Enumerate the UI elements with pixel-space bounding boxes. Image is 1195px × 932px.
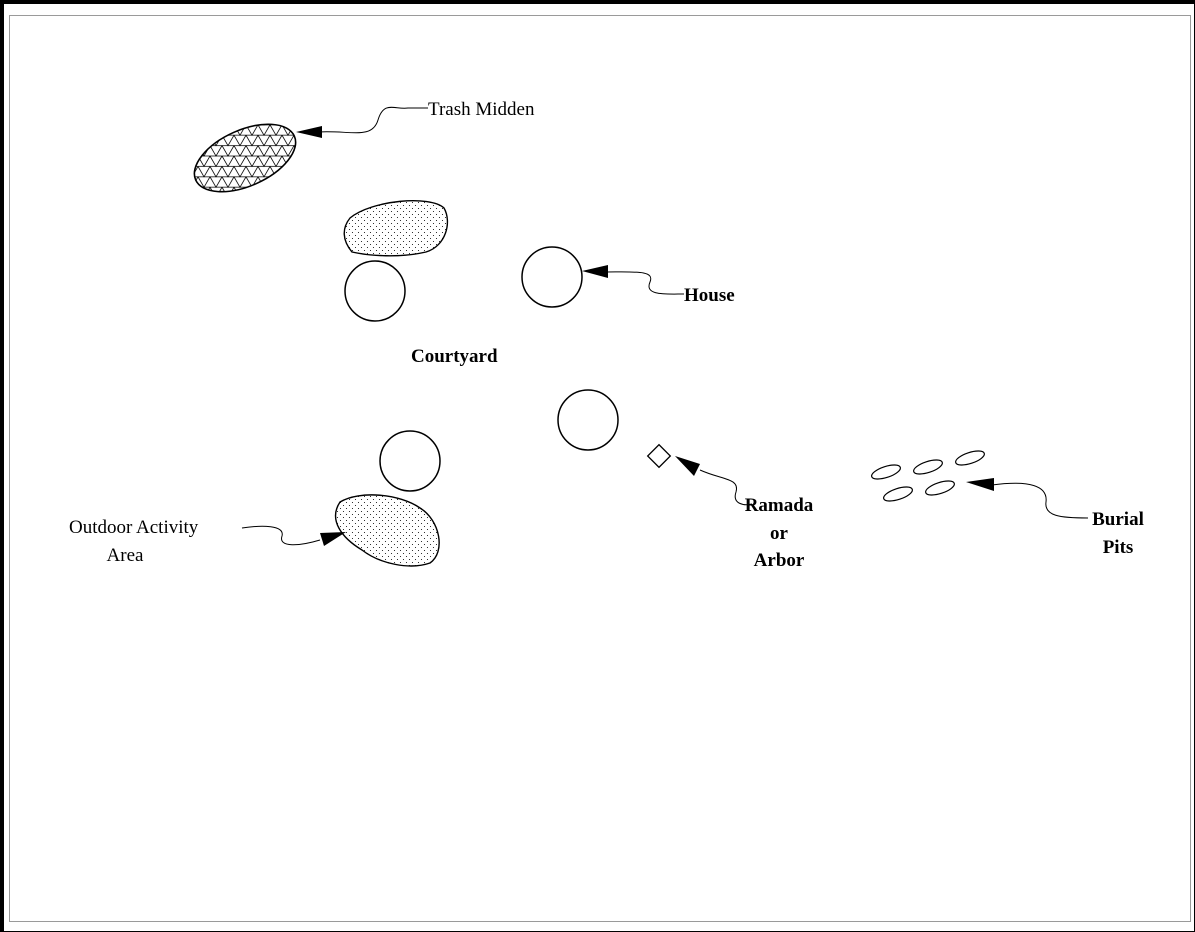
house-label: House (684, 285, 735, 306)
outdoor-activity-pointer (241, 525, 346, 546)
upper-activity-area-shape (343, 200, 449, 257)
ramada-label-line2: or (770, 523, 789, 544)
outdoor-activity-label-line2: Area (107, 545, 144, 566)
burial-pits-label-line2: Pits (1103, 537, 1134, 558)
burial-pits-label-line1: Burial (1092, 509, 1144, 530)
outdoor-activity-area-shape (334, 494, 440, 567)
inner-frame (9, 15, 1191, 922)
ramada-pointer (675, 456, 753, 506)
outdoor-activity-label-line1: Outdoor Activity (69, 517, 199, 538)
house-circle-2 (521, 246, 583, 308)
trash-midden-pointer (296, 106, 428, 138)
trash-midden-shape (184, 110, 306, 206)
ramada-label-line1: Ramada (745, 495, 814, 516)
ramada-square (646, 443, 672, 469)
trash-midden-label: Trash Midden (428, 99, 535, 120)
house-pointer (582, 265, 685, 295)
house-circle-1 (344, 260, 406, 322)
courtyard-label: Courtyard (411, 346, 498, 367)
house-circle-4 (379, 430, 441, 492)
ramada-label-line3: Arbor (754, 550, 805, 571)
house-circle-3 (557, 389, 619, 451)
burial-pits-pointer (966, 478, 1089, 519)
burial-pits-shapes (871, 450, 985, 502)
